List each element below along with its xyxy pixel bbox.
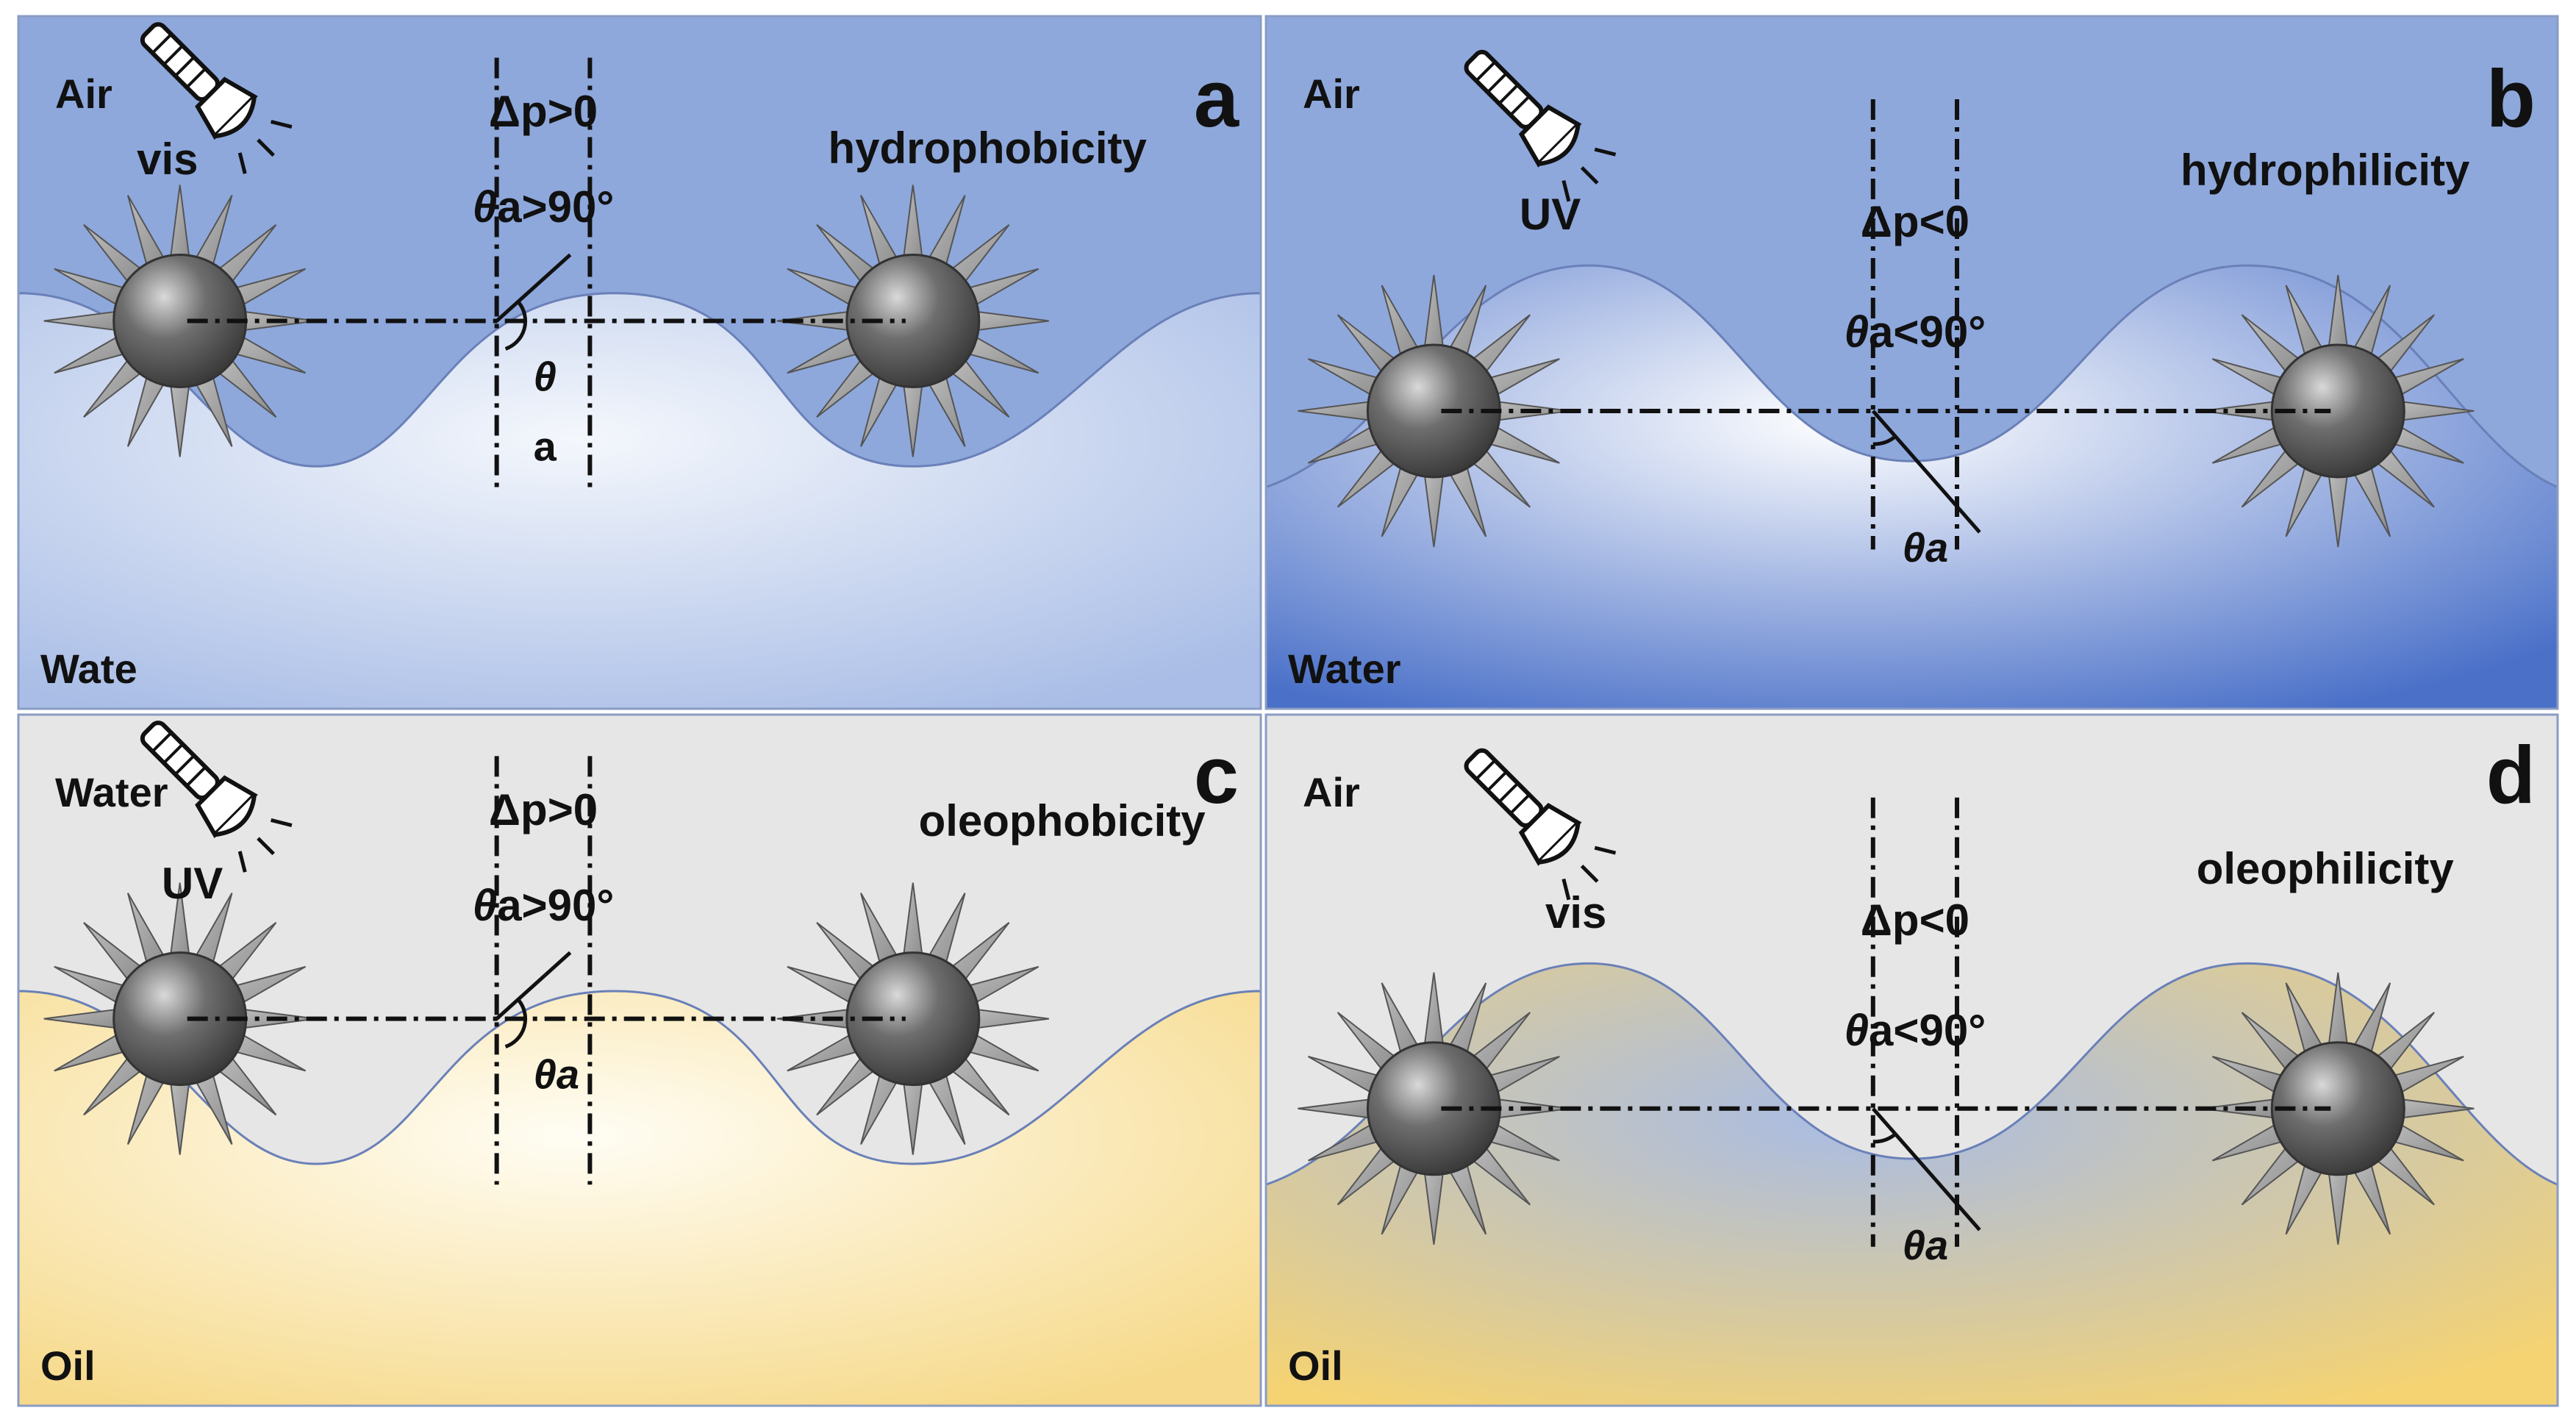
angle-condition-text: a<90° — [1869, 307, 1986, 357]
lower-medium-region — [18, 292, 1261, 709]
light-source-label: UV — [162, 859, 223, 908]
particle-left-icon — [43, 882, 316, 1155]
contact-angle-label: θ — [534, 353, 557, 399]
angle-arc — [504, 999, 528, 1048]
upper-medium-label: Air — [55, 71, 112, 117]
angle-arc — [1872, 435, 1897, 446]
light-source-label: UV — [1520, 190, 1581, 239]
panel-letter: b — [2486, 54, 2536, 144]
flashlight-icon — [1464, 748, 1617, 901]
contact-angle-condition: θa<90° — [1845, 307, 1986, 357]
theta-symbol: θ — [1845, 1006, 1869, 1055]
angle-condition-text: a<90° — [1869, 1006, 1986, 1055]
contact-angle-label: θa — [1903, 1222, 1948, 1268]
contact-angle-condition: θa>90° — [473, 881, 615, 930]
tangent-line — [1871, 1107, 1981, 1232]
light-source-label: vis — [137, 135, 198, 184]
angle-condition-text: a>90° — [497, 182, 614, 232]
panel-border — [17, 15, 1262, 710]
upper-medium-label: Air — [1303, 769, 1360, 815]
flashlight-icon — [140, 22, 293, 174]
wettability-label: hydrophobicity — [829, 124, 1148, 173]
angle-condition-text: a>90° — [497, 881, 614, 930]
lower-medium-region — [18, 990, 1261, 1406]
particle-right-icon — [776, 185, 1049, 457]
panel-letter: a — [1194, 54, 1239, 144]
contact-angle-label: θa — [1903, 524, 1948, 571]
light-source-label: vis — [1545, 888, 1606, 937]
panel-border — [1264, 15, 2559, 710]
lower-medium-label: Oil — [1288, 1343, 1343, 1389]
tangent-line — [495, 951, 572, 1021]
tangent-line — [495, 253, 572, 323]
pressure-label: Δp>0 — [489, 87, 598, 136]
theta-symbol: θ — [1845, 307, 1869, 357]
angle-arc — [1872, 1132, 1897, 1144]
flashlight-icon — [140, 721, 293, 873]
particle-left-icon — [43, 185, 316, 457]
particle-right-icon — [2202, 972, 2475, 1245]
contact-angle-condition: θa<90° — [1845, 1006, 1986, 1055]
panel-letter: d — [2486, 730, 2536, 821]
particle-right-icon — [2202, 274, 2475, 548]
flashlight-icon — [1464, 49, 1617, 202]
upper-medium-label: Water — [55, 769, 168, 815]
contact-angle-condition: θa>90° — [473, 182, 615, 232]
panel-border — [17, 713, 1262, 1407]
wettability-label: oleophilicity — [2197, 844, 2455, 893]
particle-left-icon — [1298, 972, 1570, 1245]
pressure-label: Δp<0 — [1861, 197, 1969, 246]
contact-angle-label: θa — [534, 1051, 579, 1098]
tangent-line — [1871, 410, 1981, 534]
angle-arc — [504, 301, 528, 351]
contact-angle-sub: a — [534, 423, 557, 469]
lower-medium-label: Wate — [40, 646, 137, 692]
pressure-label: Δp>0 — [489, 785, 598, 834]
pressure-label: Δp<0 — [1861, 896, 1969, 945]
particle-right-icon — [776, 882, 1049, 1155]
particle-left-icon — [1298, 274, 1570, 548]
upper-medium-label: Air — [1303, 71, 1360, 117]
lower-medium-label: Water — [1288, 646, 1401, 692]
wettability-label: hydrophilicity — [2180, 146, 2470, 195]
panel-letter: c — [1194, 730, 1239, 821]
wettability-label: oleophobicity — [919, 796, 1206, 846]
theta-symbol: θ — [473, 881, 497, 930]
theta-symbol: θ — [473, 182, 497, 232]
lower-medium-label: Oil — [40, 1343, 96, 1389]
panel-border — [1264, 713, 2559, 1407]
